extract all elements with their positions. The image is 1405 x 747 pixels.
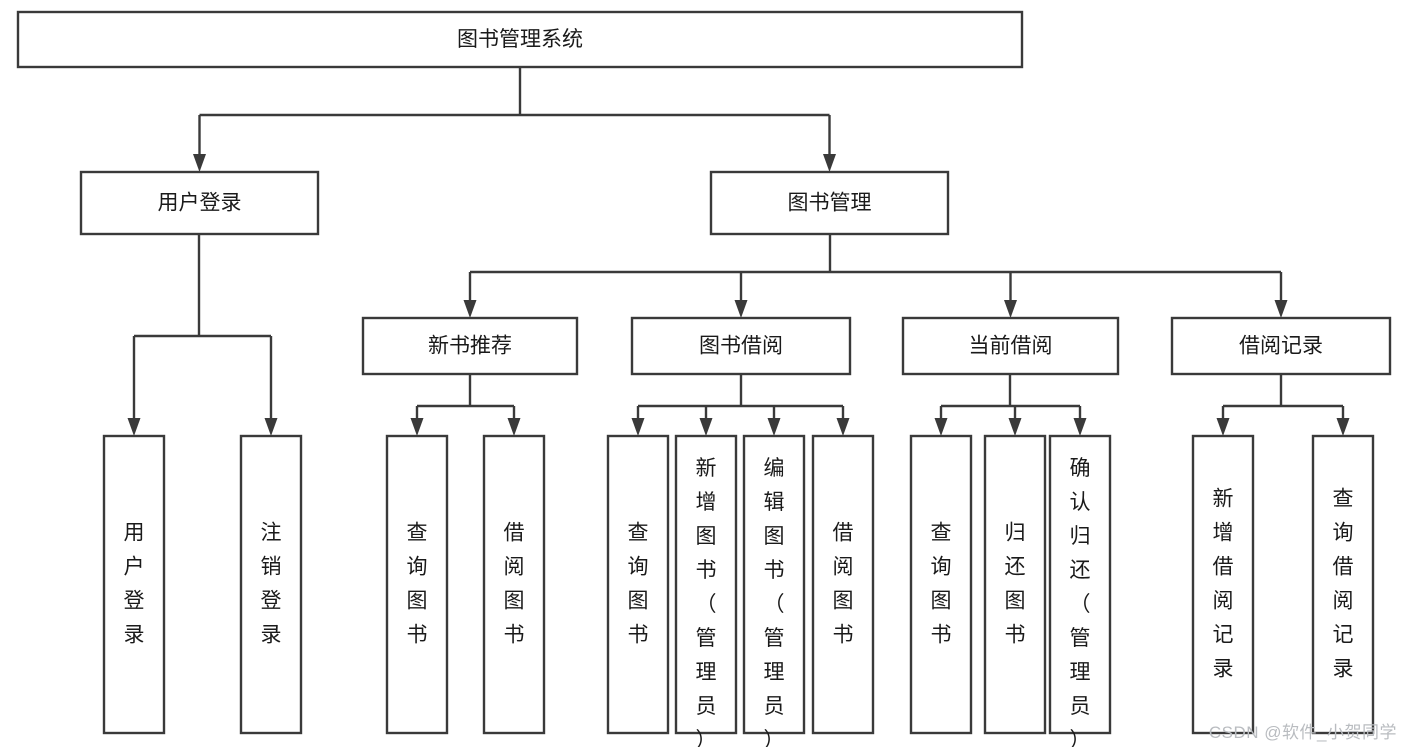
node-box-leaf-rec-borrow[interactable] — [482, 434, 546, 735]
node-leaf-user-logout[interactable]: 注销登录 — [239, 434, 303, 735]
node-label-leaf-rec-query2: 查询借阅记录 — [1333, 487, 1354, 680]
node-label-leaf-user-login: 用户登录 — [124, 521, 145, 646]
node-label-root: 图书管理系统 — [457, 28, 583, 51]
node-label-leaf-rec-query: 查询图书 — [407, 521, 428, 646]
node-borrow-record[interactable]: 借阅记录 — [1170, 316, 1392, 376]
node-box-leaf-rec-query2[interactable] — [1311, 434, 1375, 735]
connector-group-root — [193, 67, 836, 172]
node-label-leaf-cur-query: 查询图书 — [931, 521, 952, 646]
node-box-root[interactable] — [16, 10, 1024, 69]
node-box-leaf-cur-return[interactable] — [983, 434, 1047, 735]
node-label-leaf-rec-borrow: 借阅图书 — [504, 521, 525, 646]
node-box-leaf-borrow-do[interactable] — [811, 434, 875, 735]
node-leaf-cur-confirm[interactable]: 确认归还（管理员） — [1048, 434, 1112, 747]
node-leaf-borrow-do[interactable]: 借阅图书 — [811, 434, 875, 735]
node-label-leaf-user-logout: 注销登录 — [261, 521, 282, 646]
node-label-leaf-cur-confirm: 确认归还（管理员） — [1070, 457, 1091, 747]
node-label-current-borrow: 当前借阅 — [969, 335, 1053, 358]
node-box-leaf-borrow-query[interactable] — [606, 434, 670, 735]
node-leaf-borrow-add[interactable]: 新增图书（管理员） — [674, 434, 738, 747]
node-user-login[interactable]: 用户登录 — [79, 170, 320, 236]
node-box-user-login[interactable] — [79, 170, 320, 236]
connector-group-book-manage — [463, 234, 1288, 318]
node-leaf-cur-return[interactable]: 归还图书 — [983, 434, 1047, 735]
node-new-book-rec[interactable]: 新书推荐 — [361, 316, 579, 376]
node-label-borrow-record: 借阅记录 — [1239, 335, 1323, 358]
node-leaf-borrow-query[interactable]: 查询图书 — [606, 434, 670, 735]
node-label-leaf-cur-return: 归还图书 — [1005, 521, 1026, 646]
node-leaf-rec-add[interactable]: 新增借阅记录 — [1191, 434, 1255, 735]
node-label-book-manage: 图书管理 — [788, 192, 872, 215]
node-box-borrow-record[interactable] — [1170, 316, 1392, 376]
node-box-leaf-user-logout[interactable] — [239, 434, 303, 735]
node-label-new-book-rec: 新书推荐 — [428, 335, 512, 358]
node-leaf-rec-borrow[interactable]: 借阅图书 — [482, 434, 546, 735]
node-label-leaf-rec-add: 新增借阅记录 — [1213, 487, 1234, 680]
node-book-borrow[interactable]: 图书借阅 — [630, 316, 852, 376]
node-label-leaf-borrow-do: 借阅图书 — [833, 521, 854, 646]
node-box-current-borrow[interactable] — [901, 316, 1120, 376]
node-leaf-borrow-edit[interactable]: 编辑图书（管理员） — [742, 434, 806, 747]
connector-group-book-borrow — [631, 374, 850, 436]
node-book-manage[interactable]: 图书管理 — [709, 170, 950, 236]
node-box-leaf-user-login[interactable] — [102, 434, 166, 735]
node-box-leaf-cur-confirm[interactable] — [1048, 434, 1112, 735]
connector-group-new-book-rec — [410, 374, 521, 436]
node-box-leaf-cur-query[interactable] — [909, 434, 973, 735]
node-label-leaf-borrow-query: 查询图书 — [628, 521, 649, 646]
node-layer: 图书管理系统用户登录图书管理新书推荐图书借阅当前借阅借阅记录用户登录注销登录查询… — [16, 10, 1392, 747]
node-leaf-rec-query[interactable]: 查询图书 — [385, 434, 449, 735]
node-label-user-login: 用户登录 — [158, 192, 242, 215]
node-box-leaf-rec-query[interactable] — [385, 434, 449, 735]
node-box-leaf-borrow-add[interactable] — [674, 434, 738, 735]
node-box-book-borrow[interactable] — [630, 316, 852, 376]
node-label-leaf-borrow-edit: 编辑图书（管理员） — [764, 457, 785, 747]
node-box-book-manage[interactable] — [709, 170, 950, 236]
connector-group-user-login — [127, 234, 278, 436]
connector-group-borrow-record — [1216, 374, 1350, 436]
node-box-new-book-rec[interactable] — [361, 316, 579, 376]
node-label-leaf-borrow-add: 新增图书（管理员） — [696, 457, 717, 747]
node-box-leaf-borrow-edit[interactable] — [742, 434, 806, 735]
connector-group-current-borrow — [934, 374, 1087, 436]
node-current-borrow[interactable]: 当前借阅 — [901, 316, 1120, 376]
node-leaf-rec-query2[interactable]: 查询借阅记录 — [1311, 434, 1375, 735]
node-leaf-cur-query[interactable]: 查询图书 — [909, 434, 973, 735]
connector-layer — [127, 67, 1350, 436]
node-box-leaf-rec-add[interactable] — [1191, 434, 1255, 735]
node-root[interactable]: 图书管理系统 — [16, 10, 1024, 69]
node-leaf-user-login[interactable]: 用户登录 — [102, 434, 166, 735]
node-label-book-borrow: 图书借阅 — [699, 335, 783, 358]
